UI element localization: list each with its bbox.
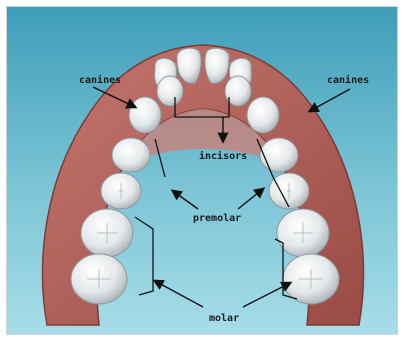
- lateral-tooth: [157, 76, 183, 106]
- dental-arch-diagram: canines canines incisors premolar molar: [7, 7, 398, 335]
- diagram-frame: canines canines incisors premolar molar: [6, 6, 398, 335]
- canine-tooth: [247, 97, 279, 133]
- premolar-tooth: [112, 138, 150, 172]
- canine-tooth: [129, 97, 161, 133]
- incisors-label: incisors: [199, 150, 247, 162]
- premolar-tooth: [260, 138, 298, 172]
- canines-right-label: canines: [327, 74, 369, 86]
- canines-left-label: canines: [79, 74, 121, 86]
- premolar-label: premolar: [193, 213, 241, 224]
- molar-label: molar: [209, 313, 239, 324]
